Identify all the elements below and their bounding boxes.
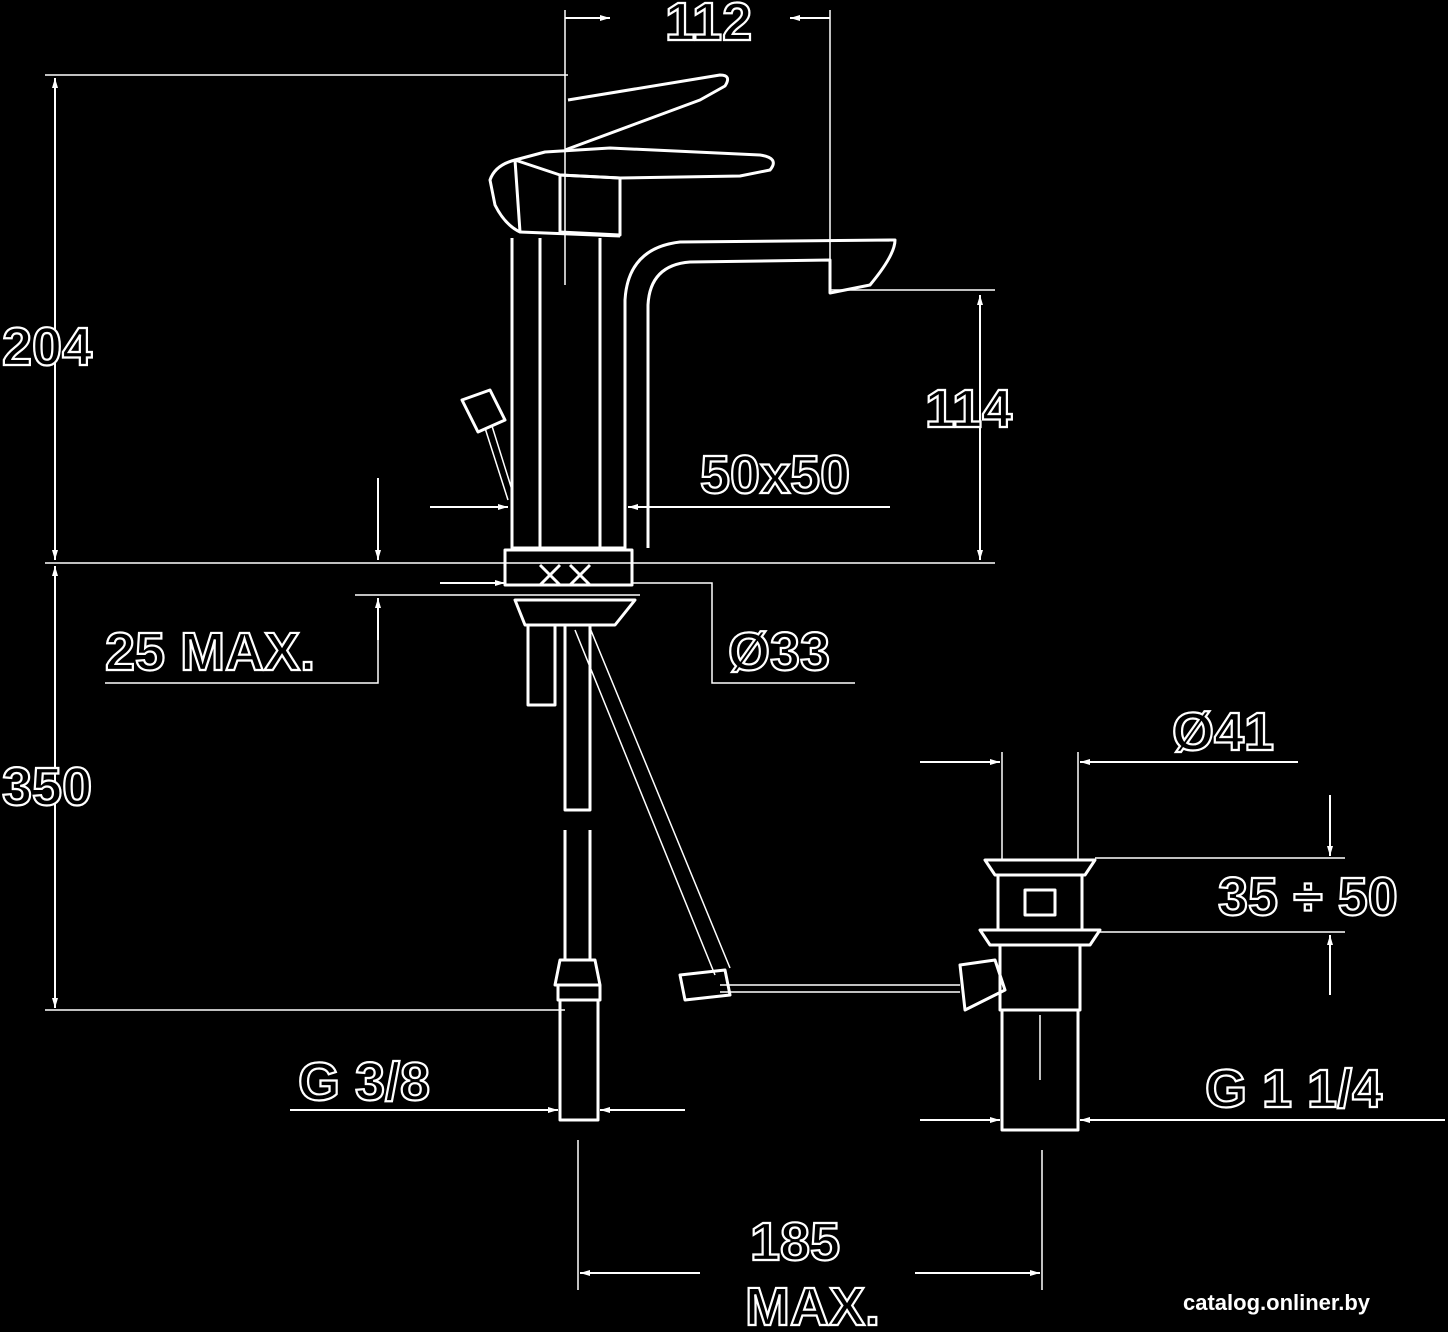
dim-rod-length-suffix: MAX. (745, 1277, 880, 1332)
dim-hole-diameter: Ø33 (728, 622, 830, 682)
dim-waste-diameter: Ø41 (1172, 702, 1274, 762)
lever-handle (513, 146, 775, 180)
dimension-lines (45, 10, 1445, 1290)
dimension-labels: 112 204 114 50x50 25 MAX. Ø33 350 Ø41 35… (1, 0, 1399, 1332)
faucet-body (460, 73, 960, 1122)
dim-waste-thread: G 1 1/4 (1205, 1059, 1382, 1119)
waste-assembly (958, 858, 1102, 1132)
dim-deck-thickness: 25 MAX. (105, 622, 315, 682)
dim-spout-height: 114 (925, 379, 1012, 439)
dim-spout-reach: 112 (665, 0, 752, 52)
dim-total-height: 204 (2, 317, 92, 377)
dim-body-section: 50x50 (700, 445, 850, 505)
dim-waste-range: 35 ÷ 50 (1218, 867, 1398, 927)
watermark: catalog.onliner.by (1183, 1290, 1371, 1315)
dim-inlet-thread: G 3/8 (298, 1052, 430, 1112)
dim-rod-length: 185 (750, 1212, 840, 1272)
dim-hose-length: 350 (2, 757, 92, 817)
